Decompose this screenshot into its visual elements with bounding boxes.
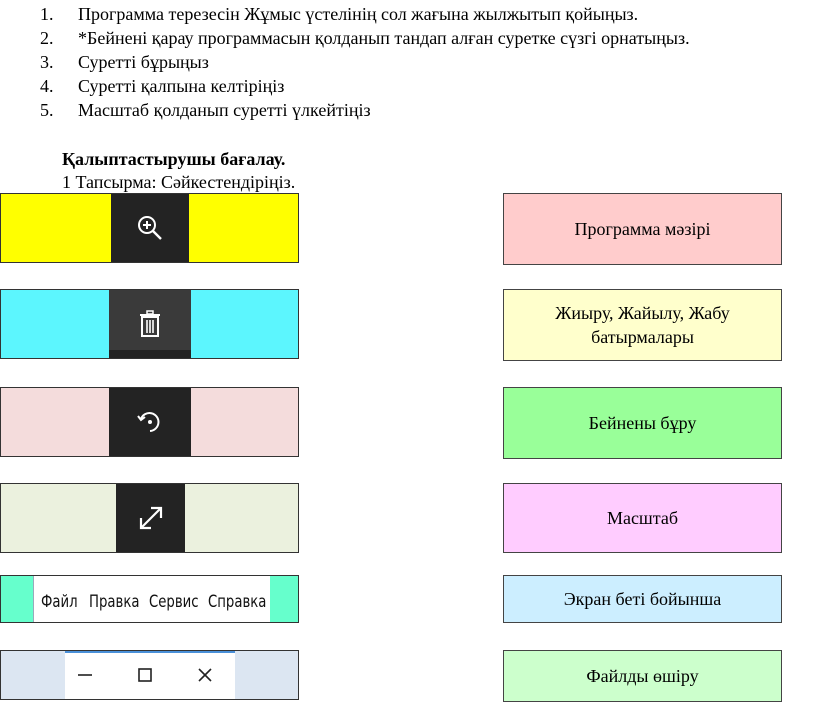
menu-bar: Файл Правка Сервис Справка (33, 576, 270, 622)
instruction-item: 5.Масштаб қолданып суретті үлкейтіңіз (40, 100, 371, 120)
zoom-tile[interactable] (0, 193, 299, 263)
answer-fullscreen[interactable]: Экран беті бойынша (503, 575, 782, 623)
answer-delete-file[interactable]: Файлды өшіру (503, 650, 782, 702)
menu-bar-tile[interactable]: Файл Правка Сервис Справка (0, 575, 299, 623)
instruction-item: 2.*Бейнені қарау программасын қолданып т… (40, 28, 690, 48)
fullscreen-tile[interactable] (0, 483, 299, 553)
menu-item-edit: Правка (89, 592, 140, 612)
close-icon (198, 668, 212, 682)
menu-item-help: Справка (208, 592, 267, 612)
assessment-heading: Қалыптастырушы бағалау. (62, 149, 286, 169)
answer-window-buttons[interactable]: Жиыру, Жайылу, Жабу батырмалары (503, 289, 782, 361)
window-buttons-tile[interactable] (0, 650, 299, 700)
answer-program-menu[interactable]: Программа мәзірі (503, 193, 782, 265)
instruction-list: 1.Программа терезесін Жұмыс үстелінің со… (40, 2, 690, 122)
minimize-icon (78, 674, 92, 676)
zoom-in-icon (138, 216, 162, 240)
menu-item-service: Сервис (149, 592, 199, 612)
maximize-icon (138, 668, 152, 682)
menu-item-file: Файл (41, 592, 78, 612)
task-title: 1 Тапсырма: Сәйкестендіріңіз. (62, 172, 296, 192)
delete-tile[interactable] (0, 289, 299, 359)
answer-rotate[interactable]: Бейнены бұру (503, 387, 782, 459)
instruction-item: 1.Программа терезесін Жұмыс үстелінің со… (40, 4, 639, 24)
rotate-icon (137, 412, 160, 432)
window-controls (65, 651, 235, 699)
rotate-tile[interactable] (0, 387, 299, 457)
answer-zoom[interactable]: Масштаб (503, 483, 782, 553)
fullscreen-icon (139, 506, 162, 530)
instruction-item: 4.Суретті қалпына келтіріңіз (40, 76, 285, 96)
instruction-item: 3.Суретті бұрыңыз (40, 52, 209, 72)
trash-icon (140, 310, 160, 337)
